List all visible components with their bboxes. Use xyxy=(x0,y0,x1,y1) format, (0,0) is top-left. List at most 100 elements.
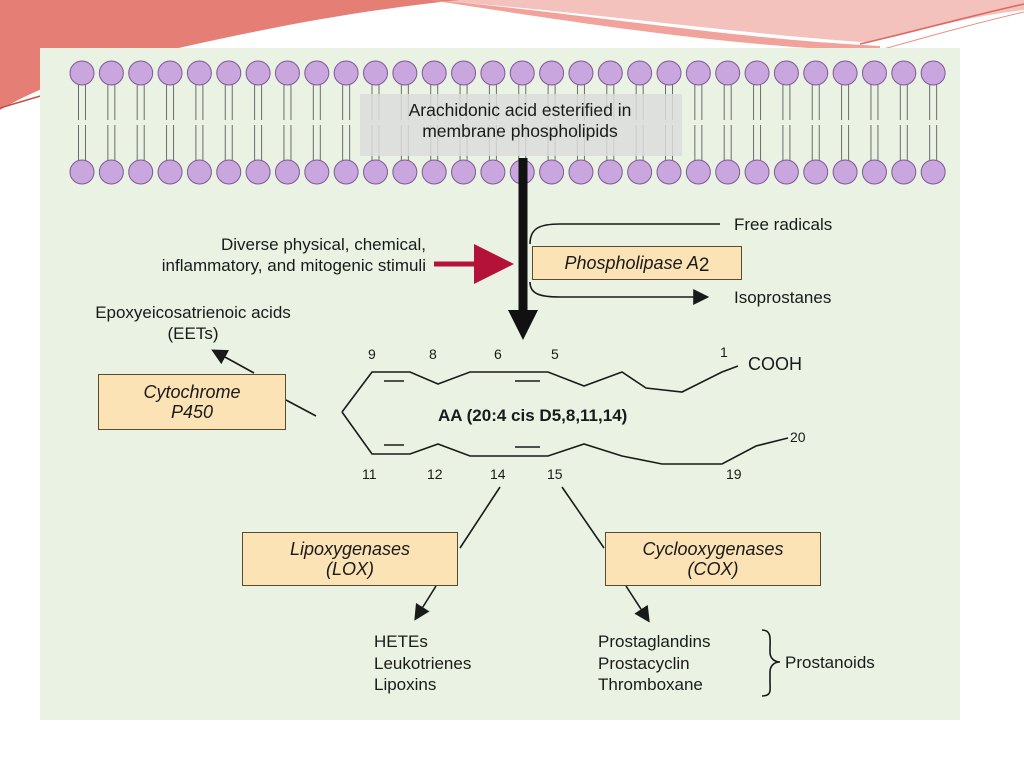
lipoxygenases-box: Lipoxygenases (LOX) xyxy=(242,532,458,586)
lipid-head xyxy=(597,159,623,185)
lipid-head xyxy=(304,60,330,86)
lox-product: Leukotrienes xyxy=(374,653,472,673)
lipid-head xyxy=(656,60,682,86)
lipid-head xyxy=(333,60,359,86)
cox-line1: Cyclooxygenases xyxy=(642,539,784,559)
lox-product: HETEs xyxy=(374,632,428,651)
lipid-head xyxy=(920,60,946,86)
lipid-head xyxy=(69,159,95,185)
lipid-head xyxy=(685,60,711,86)
lipid-head xyxy=(539,159,565,185)
membrane-bilayer xyxy=(69,60,946,185)
carbon-9: 9 xyxy=(368,346,376,362)
phospholipase-a2-subscript: 2 xyxy=(698,255,710,276)
lipid-head xyxy=(98,159,124,185)
carbon-11: 11 xyxy=(362,466,377,482)
cooh-label: COOH xyxy=(748,354,802,374)
cox-products-list: Prostaglandins Prostacyclin Thromboxane xyxy=(598,631,710,696)
lox-to-products-arrow xyxy=(414,585,437,621)
aa-to-cyp-line xyxy=(285,399,317,417)
cox-line2: (COX) xyxy=(687,559,739,579)
lipid-head xyxy=(480,159,506,185)
membrane-label-line1: Arachidonic acid esterified in xyxy=(408,100,632,120)
lipid-head xyxy=(451,159,477,185)
eets-label: Epoxyeicosatrienoic acids (EETs) xyxy=(54,302,332,344)
lipid-head xyxy=(627,60,653,86)
cyp-line2: P450 xyxy=(170,402,214,422)
lipid-head xyxy=(451,60,477,86)
lipid-head xyxy=(715,159,741,185)
lipid-head xyxy=(245,159,271,185)
c14-to-lox-line xyxy=(459,486,501,549)
aa-formula: AA (20:4 cis D5,8,11,14) xyxy=(438,406,628,425)
isoprostanes-branch xyxy=(529,281,710,305)
c15-to-cox-line xyxy=(561,486,605,549)
isoprostanes-label: Isoprostanes xyxy=(734,288,832,307)
slide-header-decoration xyxy=(0,0,1024,110)
free-radicals-branch xyxy=(529,223,720,245)
lipid-head xyxy=(773,60,799,86)
lipid-head xyxy=(715,60,741,86)
lox-line2: (LOX) xyxy=(325,559,374,579)
lipid-head xyxy=(392,60,418,86)
cyp-line1: Cytochrome xyxy=(143,382,241,402)
carbon-1: 1 xyxy=(720,344,728,360)
eets-line1: Epoxyeicosatrienoic acids xyxy=(95,303,291,322)
lox-product: Lipoxins xyxy=(374,675,437,694)
lipid-head xyxy=(157,60,183,86)
lipid-head xyxy=(803,60,829,86)
lipid-head xyxy=(656,159,682,185)
carbon-19: 19 xyxy=(726,466,742,482)
lipid-head xyxy=(128,60,154,86)
lipid-head xyxy=(98,60,124,86)
cytochrome-p450-box: Cytochrome P450 xyxy=(98,374,286,430)
main-arrow-head xyxy=(508,310,538,340)
lipid-head xyxy=(861,159,887,185)
membrane-label-backdrop xyxy=(360,94,682,156)
cox-product: Thromboxane xyxy=(598,675,703,694)
lipid-head xyxy=(803,159,829,185)
lox-products-list: HETEs Leukotrienes Lipoxins xyxy=(374,631,471,696)
membrane-label-line2: membrane phospholipids xyxy=(422,121,618,141)
lipid-head xyxy=(597,60,623,86)
lipid-head xyxy=(363,159,388,185)
cox-to-products-arrow xyxy=(625,585,650,623)
lipid-head xyxy=(421,159,447,185)
lipid-head xyxy=(568,60,594,86)
lipid-head xyxy=(568,159,594,185)
lipid-head xyxy=(421,60,447,86)
eets-line2: (EETs) xyxy=(167,324,219,343)
lipid-head xyxy=(744,60,770,86)
aa-chain-bottom xyxy=(341,411,789,465)
lipid-head xyxy=(627,159,653,185)
lipid-head xyxy=(685,159,711,185)
lipid-head xyxy=(186,159,212,185)
lipid-head xyxy=(891,60,917,86)
lipid-head xyxy=(392,159,418,185)
prostanoids-brace xyxy=(761,629,781,697)
lipid-head xyxy=(304,159,330,185)
lipid-head xyxy=(773,159,799,185)
lipid-head xyxy=(539,60,565,86)
carbon-6: 6 xyxy=(494,346,502,362)
lipid-head xyxy=(861,60,887,86)
lipid-head xyxy=(186,60,212,86)
carbon-15: 15 xyxy=(547,466,563,482)
carbon-20: 20 xyxy=(790,429,806,445)
lipid-head xyxy=(333,159,359,185)
cyp-to-eets-arrow xyxy=(211,349,255,374)
free-radicals-label: Free radicals xyxy=(734,215,833,234)
carbon-12: 12 xyxy=(427,466,443,482)
prostanoids-label: Prostanoids xyxy=(785,653,875,672)
lipid-head xyxy=(363,60,388,86)
stimuli-label: Diverse physical, chemical, inflammatory… xyxy=(56,234,426,276)
lipid-head xyxy=(920,159,946,185)
cox-product: Prostaglandins xyxy=(598,632,711,651)
stimuli-line1: Diverse physical, chemical, xyxy=(220,235,426,254)
lipid-head xyxy=(274,60,300,86)
aa-chain-top xyxy=(341,365,739,413)
lipid-head xyxy=(744,159,770,185)
